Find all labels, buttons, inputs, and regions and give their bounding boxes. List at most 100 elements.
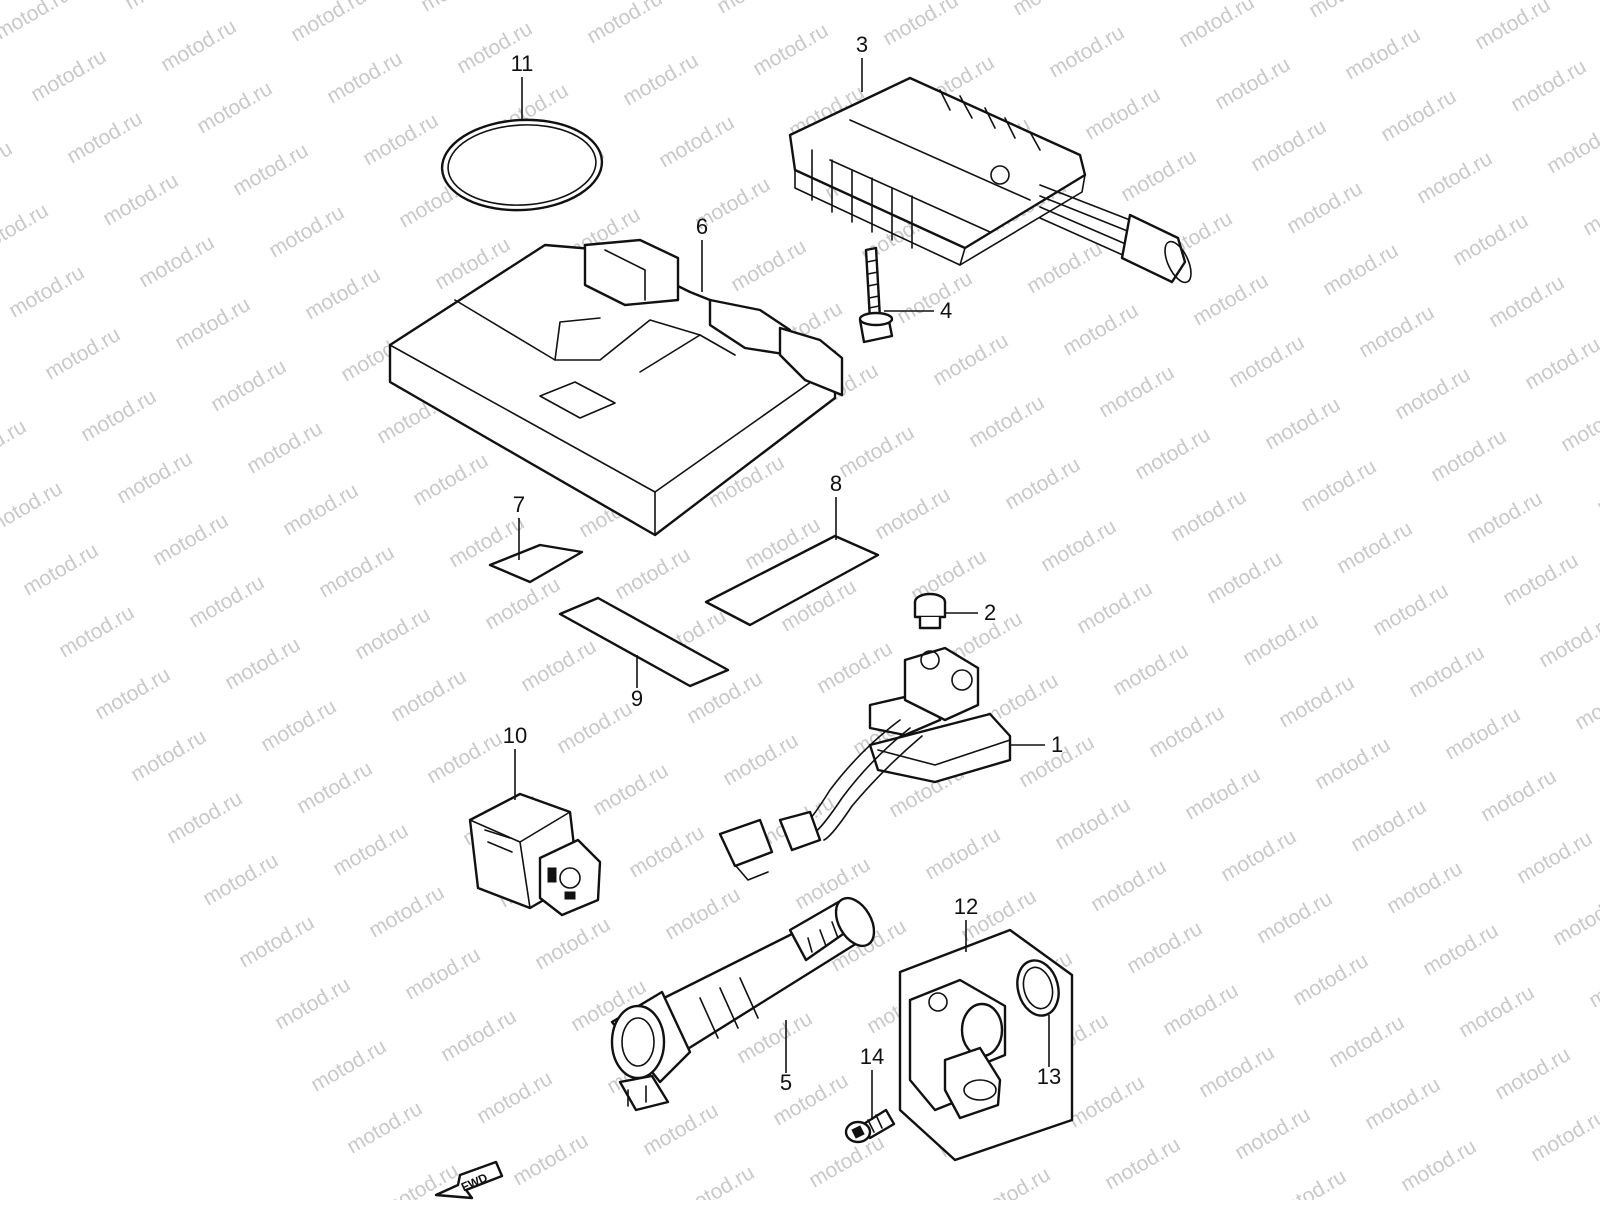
watermark-text: motod.ru [1109,639,1192,700]
watermark-text: motod.ru [0,477,66,538]
watermark-text: motod.ru [733,1007,816,1068]
callout-5: 5 [780,1070,792,1095]
watermark-text: motod.ru [0,137,16,198]
watermark-text: motod.ru [1283,177,1366,238]
watermark-text: motod.ru [193,77,276,138]
screw-part-14 [844,1108,896,1144]
watermark-text: motod.ru [1593,457,1600,518]
watermark-text: motod.ru [1413,147,1496,208]
watermark-text: motod.ru [625,821,708,882]
watermark-text: motod.ru [365,881,448,942]
watermark-text: motod.ru [1023,237,1106,298]
watermark-text: motod.ru [0,199,52,260]
watermark-text: motod.ru [1247,115,1330,176]
watermark-text: motod.ru [1405,641,1488,702]
watermark-text: motod.ru [481,573,564,634]
watermark-text: motod.ru [1167,485,1250,546]
watermark-text: motod.ru [473,1067,556,1128]
watermark-text: motod.ru [207,355,290,416]
watermark-text: motod.ru [0,0,74,44]
bolt-part-4 [858,246,894,344]
regulator-rectifier-part-3 [788,76,1192,284]
watermark-text: motod.ru [805,1131,888,1192]
watermark-text: motod.ru [1341,23,1424,84]
watermark-text: motod.ru [1045,21,1128,82]
watermark-text: motod.ru [1419,919,1502,980]
watermark-text: motod.ru [1087,855,1170,916]
watermark-text: motod.ru [1305,0,1388,22]
watermark-text: motod.ru [315,541,398,602]
starter-relay-part-1 [718,646,1012,881]
watermark-text: motod.ru [1239,609,1322,670]
sensor-part-5 [610,896,876,1112]
watermark-text: motod.ru [813,637,896,698]
watermark-text: motod.ru [199,849,282,910]
watermark-text: motod.ru [185,571,268,632]
watermark-text: motod.ru [265,201,348,262]
watermark-text: motod.ru [1225,331,1308,392]
watermark-text: motod.ru [55,601,138,662]
watermark-text: motod.ru [1397,1135,1480,1196]
watermark-text: motod.ru [1001,453,1084,514]
watermark-text: motod.ru [1289,949,1372,1010]
watermark-text: motod.ru [423,727,506,788]
watermark-text: motod.ru [271,973,354,1034]
watermark-text: motod.ru [279,479,362,540]
watermark-text: motod.ru [1065,1071,1148,1132]
watermark-text: motod.ru [639,1099,722,1160]
watermark-text: motod.ru [553,697,636,758]
watermark-text: motod.ru [971,1163,1054,1200]
watermark-text: motod.ru [1123,917,1206,978]
watermark-text: motod.ru [329,819,412,880]
watermark-text: motod.ru [1455,981,1538,1042]
watermark-text: motod.ru [835,421,918,482]
watermark-text: motod.ru [1211,53,1294,114]
callout-2: 2 [984,600,996,625]
callout-12: 12 [954,894,978,919]
watermark-text: motod.ru [1383,857,1466,918]
watermark-text: motod.ru [1527,1105,1600,1166]
watermark-text: motod.ru [619,49,702,110]
callout-3: 3 [856,32,868,57]
watermark-text: motod.ru [965,391,1048,452]
watermark-text: motod.ru [1325,1011,1408,1072]
watermark-text: motod.ru [1513,827,1596,888]
watermark-text: motod.ru [1037,515,1120,576]
watermark-text: motod.ru [1521,333,1600,394]
watermark-text: motod.ru [171,293,254,354]
callout-9: 9 [631,686,643,711]
pad-part-7 [488,543,584,584]
watermark-text: motod.ru [63,107,146,168]
watermark-text: motod.ru [293,757,376,818]
watermark-text: motod.ru [1485,271,1568,332]
callout-labels: 11 3 4 6 7 8 9 2 1 10 12 13 5 14 [503,32,1063,1095]
callout-13: 13 [1037,1064,1061,1089]
watermark-text: motod.ru [127,725,210,786]
watermark-text: motod.ru [611,543,694,604]
watermark-text: motod.ru [287,0,370,46]
watermark-text: motod.ru [1557,395,1600,456]
watermark-text: motod.ru [1347,795,1430,856]
watermark-text: motod.ru [0,415,30,476]
watermark-text: motod.ru [1311,733,1394,794]
watermark-text: motod.ru [1377,85,1460,146]
watermark-text: motod.ru [1073,577,1156,638]
watermark-text: motod.ru [409,449,492,510]
watermark-text: motod.ru [1253,887,1336,948]
watermark-text: motod.ru [929,329,1012,390]
watermark-text: motod.ru [1471,0,1554,54]
watermark-text: motod.ru [1441,703,1524,764]
watermark-text: motod.ru [1361,1073,1444,1134]
watermark-text: motod.ru [149,509,232,570]
watermark-text: motod.ru [387,665,470,726]
watermark-text: motod.ru [99,169,182,230]
watermark-text: motod.ru [1543,117,1600,178]
watermark-text: motod.ru [113,447,196,508]
watermark-text: motod.ru [1463,487,1546,548]
watermark-text: motod.ru [1081,83,1164,144]
o-ring-part-13 [1016,959,1060,1017]
watermark-text: motod.ru [1275,671,1358,732]
callout-10: 10 [503,723,527,748]
watermark-text: motod.ru [359,109,442,170]
watermark-text: motod.ru [871,483,954,544]
